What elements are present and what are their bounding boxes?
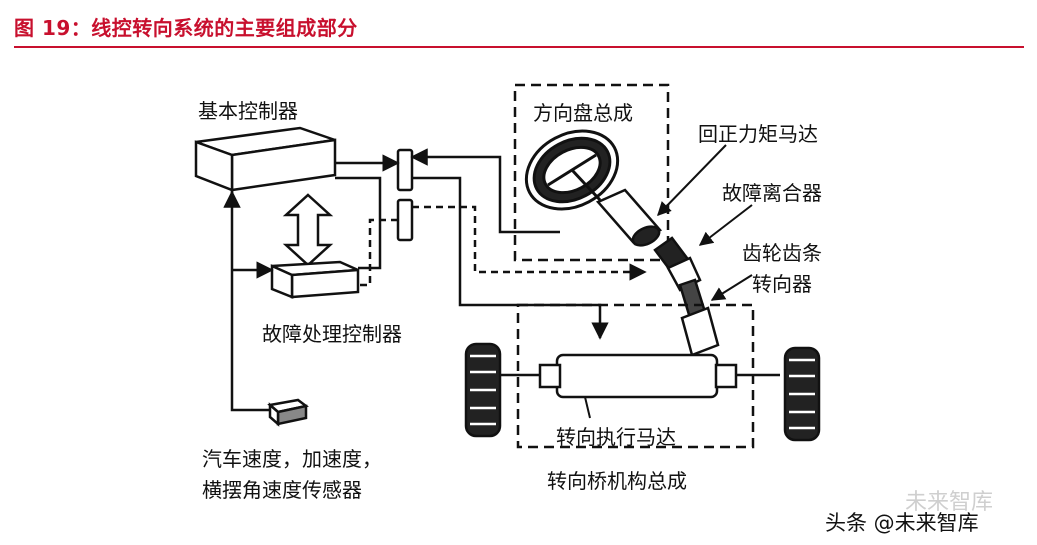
label-fault-clutch: 故障离合器 bbox=[722, 181, 822, 205]
steering-wheel-assembly-frame bbox=[513, 83, 670, 262]
label-fault-controller: 故障处理控制器 bbox=[262, 322, 402, 346]
label-steering-axle-assembly: 转向桥机构总成 bbox=[547, 469, 687, 493]
label-steering-actuator-motor: 转向执行马达 bbox=[556, 425, 676, 449]
fault-clutch-icon bbox=[653, 236, 702, 292]
label-rack-pinion-2: 转向器 bbox=[752, 272, 812, 296]
label-basic-controller: 基本控制器 bbox=[198, 99, 298, 123]
vehicle-sensor-icon bbox=[267, 398, 309, 427]
page-title: 图 19：线控转向系统的主要组成部分 bbox=[14, 16, 358, 40]
fault-controller-box bbox=[270, 260, 360, 299]
label-sensors-line1: 汽车速度，加速度， bbox=[202, 447, 382, 471]
right-wheel-icon bbox=[783, 346, 821, 442]
title-divider bbox=[14, 46, 1024, 48]
dashed-signal-lines bbox=[358, 205, 647, 287]
steering-column-icon bbox=[678, 278, 720, 357]
label-sensors-line2: 横摆角速度传感器 bbox=[202, 478, 362, 502]
label-return-torque-motor: 回正力矩马达 bbox=[698, 122, 818, 146]
left-wheel-icon bbox=[464, 342, 502, 438]
return-torque-motor-icon bbox=[595, 188, 663, 247]
watermark-main: 头条 @未来智库 bbox=[825, 511, 979, 535]
label-steering-wheel-assembly: 方向盘总成 bbox=[533, 101, 633, 125]
controller-link-double-arrow bbox=[282, 193, 334, 267]
basic-controller-box bbox=[194, 126, 337, 192]
steering-rack-icon bbox=[500, 353, 780, 399]
steering-wheel-icon bbox=[524, 129, 620, 211]
watermark-faint: 未来智库 bbox=[905, 490, 994, 515]
label-rack-pinion-1: 齿轮齿条 bbox=[742, 241, 822, 265]
signal-connectors bbox=[396, 148, 414, 242]
